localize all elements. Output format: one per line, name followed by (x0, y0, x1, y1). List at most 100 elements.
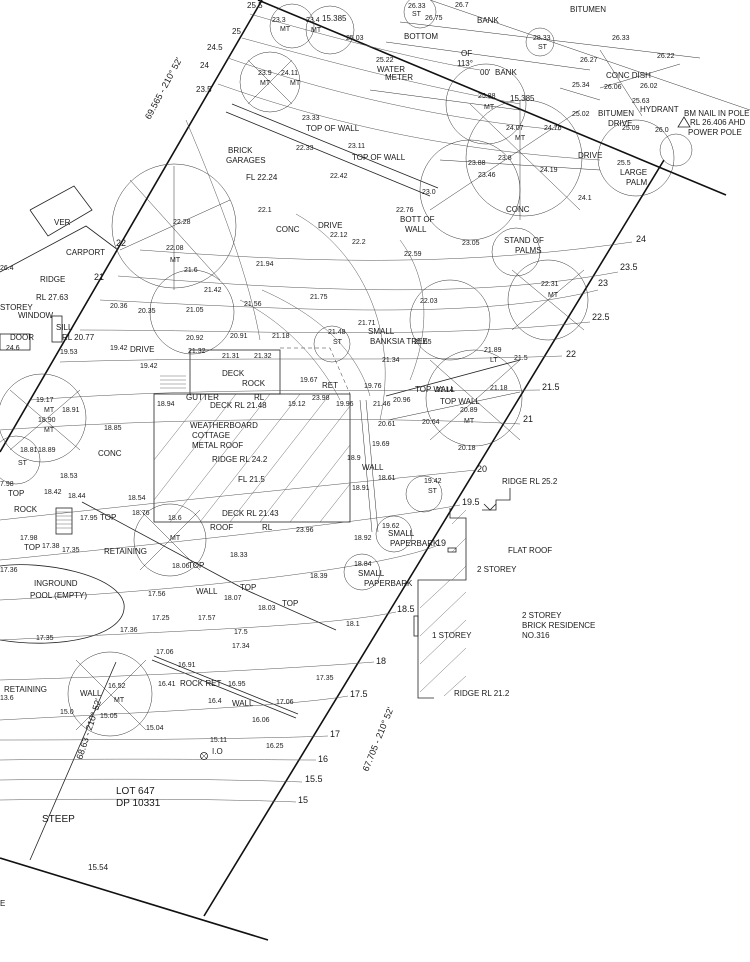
plan-label: FLAT ROOF (508, 546, 552, 555)
plan-label: 20.89 (460, 407, 478, 414)
plan-label: 24.1 (578, 195, 592, 202)
plan-label: 23 (598, 278, 608, 288)
plan-label: 25 (232, 27, 241, 36)
plan-label: 18.53 (60, 473, 78, 480)
plan-label: DRIVE (318, 221, 342, 230)
plan-label: 22.33 (296, 145, 314, 152)
door (0, 333, 31, 351)
plan-label: 23.33 (302, 115, 320, 122)
plan-label: 21 (523, 414, 533, 424)
plan-label: 17.95 (80, 515, 98, 522)
plan-label: MT (170, 535, 181, 542)
plan-label: 28.33 (533, 35, 551, 42)
plan-label: 20.96 (393, 397, 411, 404)
tree-icon (343, 553, 381, 591)
plan-label: 18.61 (378, 475, 396, 482)
inspection-opening-icon (200, 752, 208, 760)
plan-label: 21.5 (542, 382, 560, 392)
plan-label: 18.6 (168, 515, 182, 522)
plan-label: DP 10331 (116, 798, 161, 809)
plan-label: CONC (276, 225, 300, 234)
plan-label: 23.5 (196, 85, 212, 94)
tree-icon (525, 27, 555, 57)
plan-label: 23.98 (312, 395, 330, 402)
plan-label: 21.75 (310, 294, 328, 301)
plan-label: 25.02 (572, 111, 590, 118)
plan-label: 18.03 (258, 605, 276, 612)
plan-label: 18.39 (310, 573, 328, 580)
neighbour-step (482, 488, 511, 511)
plan-label: 22.2 (352, 239, 366, 246)
plan-label: 17.5 (350, 689, 368, 699)
plan-label: 21.89 (484, 347, 502, 354)
plan-label: 23.3 (272, 17, 286, 24)
plan-label: 21.6 (184, 267, 198, 274)
plan-label: PAPERBARK (364, 579, 413, 588)
plan-label: 18.89 (38, 447, 56, 454)
plan-label: TOP (8, 489, 24, 498)
plan-label: 25.88 (478, 93, 496, 100)
plan-label: 25.34 (572, 82, 590, 89)
plan-label: 16.91 (178, 662, 196, 669)
plan-label: 20 (477, 464, 487, 474)
plan-label: 21.32 (188, 348, 206, 355)
tree-icon (305, 5, 355, 55)
plan-label: 18.92 (354, 535, 372, 542)
plan-label: 21.46 (373, 401, 391, 408)
plan-label: 21.18 (272, 333, 290, 340)
plan-label: 113° (457, 59, 473, 68)
plan-label: 23.9 (258, 70, 272, 77)
tree-icon (403, 0, 437, 29)
tree-icon (0, 373, 87, 463)
plan-label: 25.09 (622, 125, 640, 132)
steps (55, 375, 186, 535)
plan-label: 18.44 (68, 493, 86, 500)
tree-icon (465, 99, 583, 217)
plan-label: 20.64 (422, 419, 440, 426)
walls (81, 103, 521, 719)
plan-label: 19.42 (140, 363, 158, 370)
step-arrow-icon (483, 503, 497, 511)
plan-label: WALL (362, 463, 384, 472)
plan-label: BRICK (228, 146, 253, 155)
meter-icon (447, 547, 457, 553)
plan-label: 22.08 (166, 245, 184, 252)
markers (200, 116, 691, 760)
plan-label: 26.33 (612, 35, 630, 42)
plan-label: 25.5 (247, 1, 263, 10)
plan-label: 17.34 (232, 643, 250, 650)
plan-label: 22.31 (541, 281, 559, 288)
plan-label: 18.91 (352, 485, 370, 492)
plan-label: RET (322, 381, 338, 390)
plan-label: 18 (376, 656, 386, 666)
lot-boundary (0, 0, 727, 941)
plan-label: TOP (24, 543, 40, 552)
plan-label: 26.22 (657, 53, 675, 60)
plan-label: STAND OF (504, 236, 544, 245)
plan-label: 17.36 (0, 567, 18, 574)
plan-label: 23.05 (462, 240, 480, 247)
plan-label: 18.1 (346, 621, 360, 628)
plan-label: 26.02 (640, 83, 658, 90)
plan-label: 19.5 (462, 497, 480, 507)
tree-icon (239, 51, 301, 113)
plan-label: 18.91 (62, 407, 80, 414)
plan-label: 15.54 (88, 863, 109, 872)
plan-label: 19.67 (300, 377, 318, 384)
plan-label: PALMS (515, 246, 542, 255)
plan-label: 16 (318, 754, 328, 764)
contours (0, 13, 633, 803)
plan-label: CONC (506, 205, 530, 214)
plan-label: 23.46 (478, 172, 496, 179)
plan-label: TOP (188, 561, 204, 570)
deck-dashed (280, 347, 351, 395)
plan-label: 15.385 (510, 94, 535, 103)
plan-label: CONC DISH (606, 71, 651, 80)
plan-label: LOT 647 (116, 786, 155, 797)
plan-label: STOREY (0, 303, 33, 312)
plan-label: 17.98 (20, 535, 38, 542)
plan-label: 17.06 (276, 699, 294, 706)
plan-label: METER (385, 73, 413, 82)
trees (0, 0, 693, 737)
plan-label: PAPERBARK (390, 539, 439, 548)
